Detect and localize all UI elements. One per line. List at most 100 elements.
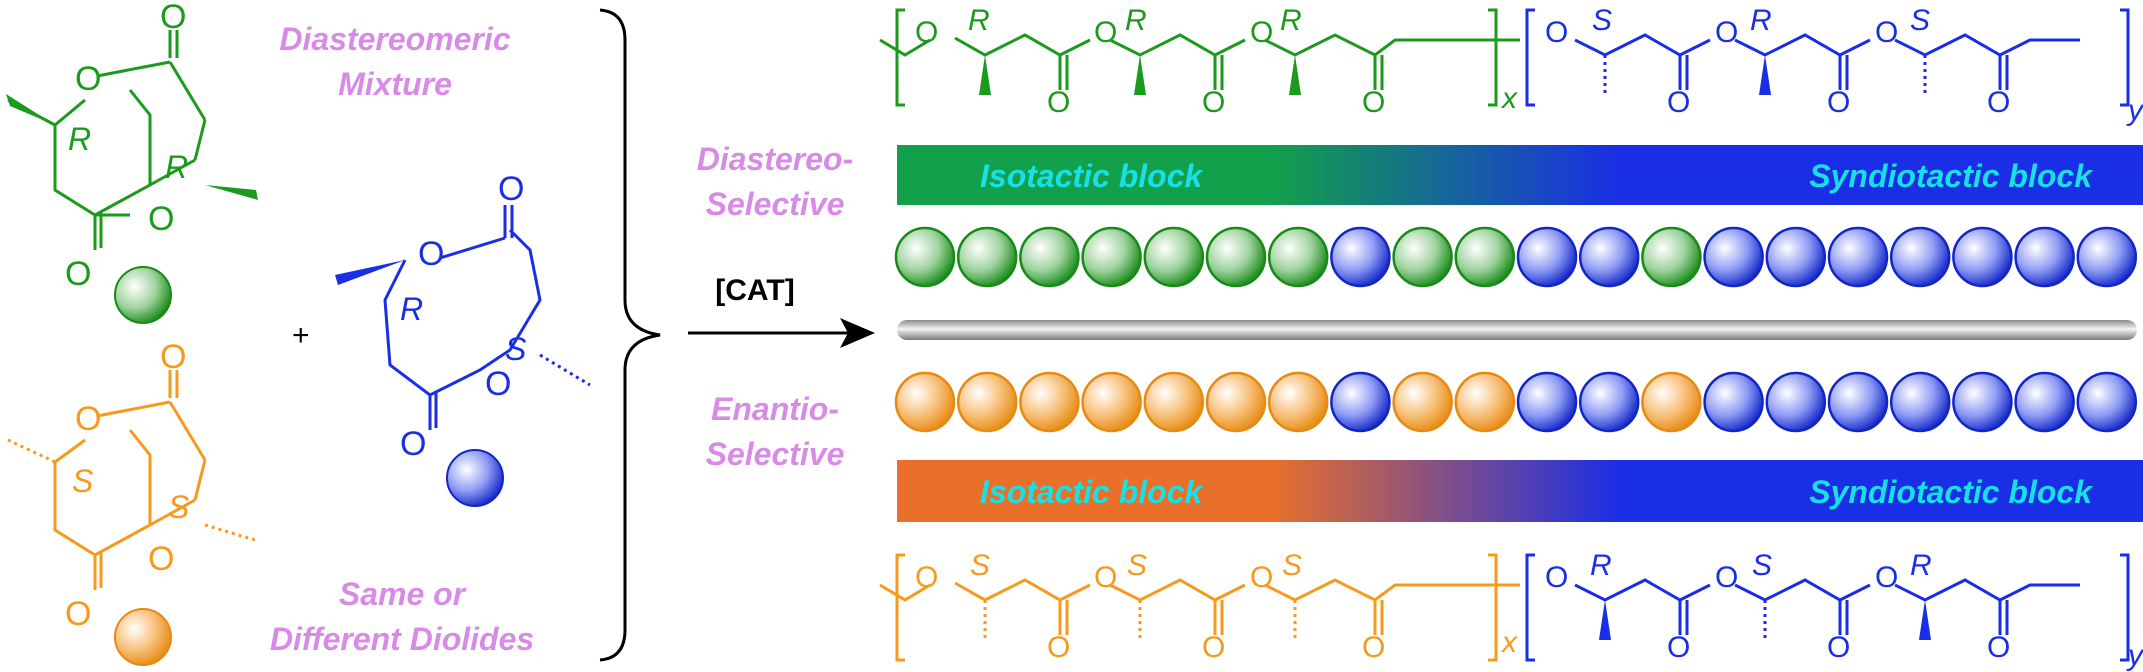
sphere-icon bbox=[114, 266, 172, 324]
rs-diolide-structure bbox=[383, 205, 591, 430]
sphere-icon bbox=[2014, 226, 2075, 288]
bottom-block-bar bbox=[897, 460, 2143, 522]
svg-text:x: x bbox=[1500, 626, 1518, 659]
sphere-icon bbox=[1641, 226, 1702, 288]
curly-brace-icon bbox=[599, 8, 661, 662]
svg-text:O: O bbox=[1202, 631, 1225, 664]
top-isotactic-label: Isotactic block bbox=[980, 158, 1205, 194]
atom-o: O bbox=[160, 0, 186, 36]
svg-text:O: O bbox=[1362, 631, 1385, 664]
sphere-icon bbox=[114, 608, 172, 666]
atom-o: O bbox=[400, 425, 426, 463]
svg-text:O: O bbox=[915, 16, 938, 49]
atom-o: O bbox=[485, 365, 511, 403]
top-syndiotactic-label: Syndiotactic block bbox=[1809, 158, 2094, 194]
svg-text:x: x bbox=[1500, 82, 1518, 115]
svg-text:O: O bbox=[1827, 86, 1850, 119]
stereo-s: S bbox=[505, 331, 526, 367]
stereo-r: R bbox=[68, 121, 91, 157]
atom-o: O bbox=[65, 255, 91, 293]
bottom-isotactic-label: Isotactic block bbox=[980, 474, 1205, 510]
bottom-syndiotactic-label: Syndiotactic block bbox=[1809, 474, 2094, 510]
svg-text:O: O bbox=[1715, 561, 1738, 594]
atom-o: O bbox=[498, 170, 524, 208]
stereo-s: S bbox=[72, 463, 93, 499]
svg-text:R: R bbox=[1910, 549, 1932, 582]
sphere-icon bbox=[1454, 371, 1516, 433]
bottom-polymer-labels: O S O O S O O S O x O R O O S O O R O y bbox=[915, 549, 2143, 672]
sphere-icon bbox=[1952, 371, 2013, 433]
reaction-arrow-icon bbox=[688, 318, 875, 348]
sphere-icon bbox=[1205, 371, 1267, 433]
sphere-icon bbox=[1703, 371, 1764, 433]
svg-text:O: O bbox=[1987, 631, 2010, 664]
stereo-r: R bbox=[165, 149, 188, 185]
svg-text:O: O bbox=[1875, 16, 1898, 49]
polymer-rod-icon bbox=[897, 320, 2137, 340]
sphere-icon bbox=[894, 371, 956, 433]
bottom-polymer-structure bbox=[879, 553, 2130, 662]
svg-text:S: S bbox=[970, 549, 990, 582]
sphere-icon bbox=[2076, 226, 2138, 288]
sphere-icon bbox=[1330, 226, 1391, 288]
svg-text:O: O bbox=[1875, 561, 1898, 594]
stereo-r: R bbox=[400, 291, 423, 327]
svg-text:O: O bbox=[1362, 86, 1385, 119]
wedge-bond bbox=[6, 94, 55, 125]
atom-o: O bbox=[65, 595, 91, 633]
sphere-icon bbox=[1889, 371, 1951, 433]
sphere-icon bbox=[1392, 371, 1453, 433]
sphere-icon bbox=[1578, 371, 1640, 433]
sphere-icon bbox=[1578, 226, 1640, 288]
top-polymer-labels: O R O O R O O R O x O S O O R O O S O y bbox=[915, 4, 2143, 127]
svg-text:O: O bbox=[1250, 561, 1273, 594]
sphere-icon bbox=[1081, 226, 1142, 288]
sphere-icon bbox=[1765, 226, 1827, 288]
sphere-icon bbox=[1143, 371, 1205, 433]
svg-text:S: S bbox=[1752, 549, 1772, 582]
label-diastereo: Diastereo- bbox=[697, 141, 854, 177]
svg-text:S: S bbox=[1282, 549, 1302, 582]
svg-text:O: O bbox=[1047, 631, 1070, 664]
label-selective: Selective bbox=[706, 186, 845, 222]
svg-text:y: y bbox=[2126, 94, 2143, 127]
sphere-icon bbox=[1267, 371, 1329, 433]
atom-o: O bbox=[160, 338, 186, 376]
sphere-icon bbox=[1703, 226, 1764, 288]
svg-text:R: R bbox=[1125, 4, 1147, 37]
top-polymer-structure bbox=[879, 8, 2130, 107]
sphere-icon bbox=[1889, 226, 1951, 288]
svg-text:O: O bbox=[1545, 16, 1568, 49]
svg-text:O: O bbox=[1987, 86, 2010, 119]
svg-text:R: R bbox=[1590, 549, 1612, 582]
svg-text:O: O bbox=[1047, 86, 1070, 119]
atom-o: O bbox=[75, 400, 101, 438]
svg-text:O: O bbox=[1827, 631, 1850, 664]
wedge-bond bbox=[205, 185, 258, 200]
sphere-icon bbox=[956, 371, 1018, 433]
svg-text:y: y bbox=[2126, 639, 2143, 672]
sphere-icon bbox=[1952, 226, 2013, 288]
svg-text:S: S bbox=[1127, 549, 1147, 582]
svg-text:O: O bbox=[1667, 86, 1690, 119]
svg-text:O: O bbox=[1715, 16, 1738, 49]
sphere-icon bbox=[1641, 371, 1702, 433]
atom-o: O bbox=[75, 60, 101, 98]
rr-diolide-structure bbox=[7, 30, 207, 250]
sphere-icon bbox=[1019, 226, 1080, 288]
sphere-icon bbox=[956, 226, 1018, 288]
sphere-icon bbox=[1267, 226, 1329, 288]
svg-text:S: S bbox=[1592, 4, 1612, 37]
sphere-icon bbox=[1081, 371, 1142, 433]
svg-text:O: O bbox=[1250, 16, 1273, 49]
sphere-icon bbox=[1143, 226, 1205, 288]
sphere-icon bbox=[1827, 226, 1889, 288]
sphere-icon bbox=[1454, 226, 1516, 288]
svg-text:R: R bbox=[1280, 4, 1302, 37]
label-selective: Selective bbox=[706, 436, 845, 472]
svg-text:O: O bbox=[1545, 561, 1568, 594]
label-diastereomeric: Diastereomeric bbox=[279, 21, 510, 57]
sphere-icon bbox=[446, 449, 504, 507]
catalyst-label: [CAT] bbox=[715, 274, 794, 307]
